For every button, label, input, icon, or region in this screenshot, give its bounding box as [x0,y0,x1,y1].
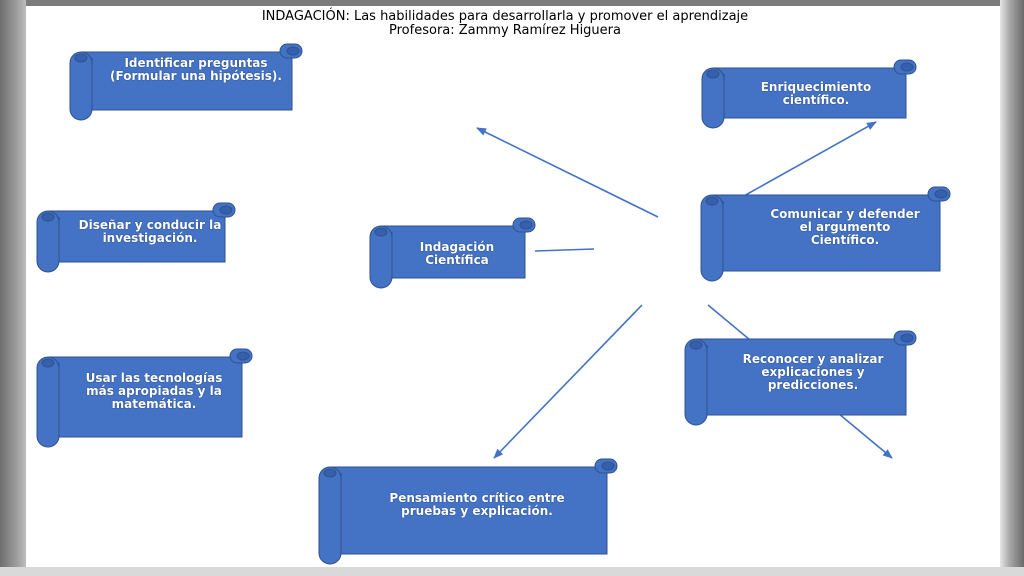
label-disenar: Diseñar y conducir la investigación. [78,218,222,245]
scroll-identificar [69,43,303,121]
arrow-to-identificar [476,127,659,218]
label-reconocer: Reconocer y analizar explicaciones y pre… [742,352,884,392]
label-enriquecimiento: Enriquecimiento científico. [760,80,872,107]
label-usar: Usar las tecnologías más apropiadas y la… [85,371,223,411]
scroll-pensamiento [318,458,618,565]
label-identificar: Identificar preguntas (Formular una hipó… [110,56,282,83]
scrolls-layer [36,43,951,565]
label-pensamiento: Pensamiento crítico entre pruebas y expl… [389,491,565,518]
scroll-usar [36,348,253,448]
title-line-1: INDAGACIÓN: Las habilidades para desarro… [261,9,749,24]
title-line-2: Profesora: Zammy Ramírez Higuera [389,23,621,38]
arrow-to-pensamiento [493,304,643,459]
label-center: Indagación Científica [419,240,495,267]
connector-center [534,248,595,252]
arrow-to-enriquecimiento [741,121,877,198]
label-comunicar: Comunicar y defender el argumento Cientí… [770,207,920,247]
scroll-enriquecimiento [701,59,917,129]
background-left-edge [0,0,26,576]
scroll-center [369,217,536,289]
scroll-disenar [36,202,236,273]
background-bottom-edge [0,567,1024,576]
scroll-comunicar [700,186,951,282]
scroll-reconocer [684,330,917,426]
background-right-edge [1000,0,1024,576]
slide-title: INDAGACIÓN: Las habilidades para desarro… [110,10,900,38]
